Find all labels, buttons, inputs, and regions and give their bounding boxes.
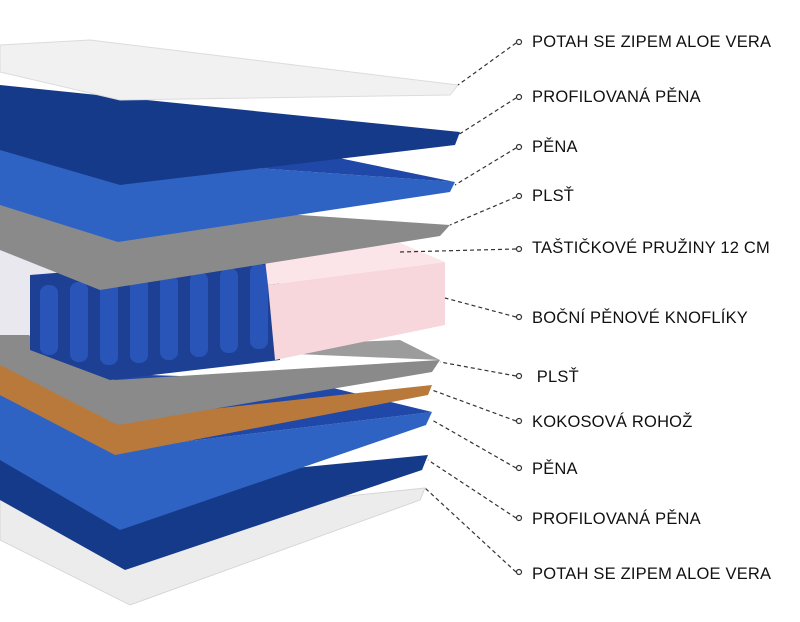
- leader-dots: [515, 38, 523, 576]
- layer-top-profiled-foam: [0, 85, 460, 185]
- label-top-cover: POTAH SE ZIPEM ALOE VERA: [532, 33, 772, 51]
- label-coconut-mat: KOKOSOVÁ ROHOŽ: [532, 413, 693, 431]
- spring-coils: [40, 264, 268, 365]
- label-top-felt: PLSŤ: [532, 187, 575, 205]
- label-top-profiled-foam: PROFILOVANÁ PĚNA: [532, 88, 701, 106]
- layer-bottom-profiled-foam: [0, 430, 428, 570]
- label-bottom-felt: PLSŤ: [532, 368, 579, 386]
- layer-bottom-foam: [0, 395, 432, 530]
- layer-bottom-felt: [0, 320, 440, 425]
- label-bottom-foam: PĚNA: [532, 460, 578, 478]
- label-pocket-springs: TAŠTIČKOVÉ PRUŽINY 12 CM: [532, 239, 770, 257]
- label-side-foam: BOČNÍ PĚNOVÉ KNOFLÍKY: [532, 309, 749, 327]
- leader-lines: [399, 42, 517, 573]
- layer-top-cover: [0, 39, 459, 101]
- label-bottom-profiled-foam: PROFILOVANÁ PĚNA: [532, 510, 701, 528]
- side-foam-block: [268, 262, 445, 360]
- side-foam-block-top: [265, 243, 445, 285]
- label-bottom-cover: POTAH SE ZIPEM ALOE VERA: [532, 565, 772, 583]
- label-top-foam: PĚNA: [532, 138, 578, 156]
- layer-coconut-mat: [0, 360, 432, 455]
